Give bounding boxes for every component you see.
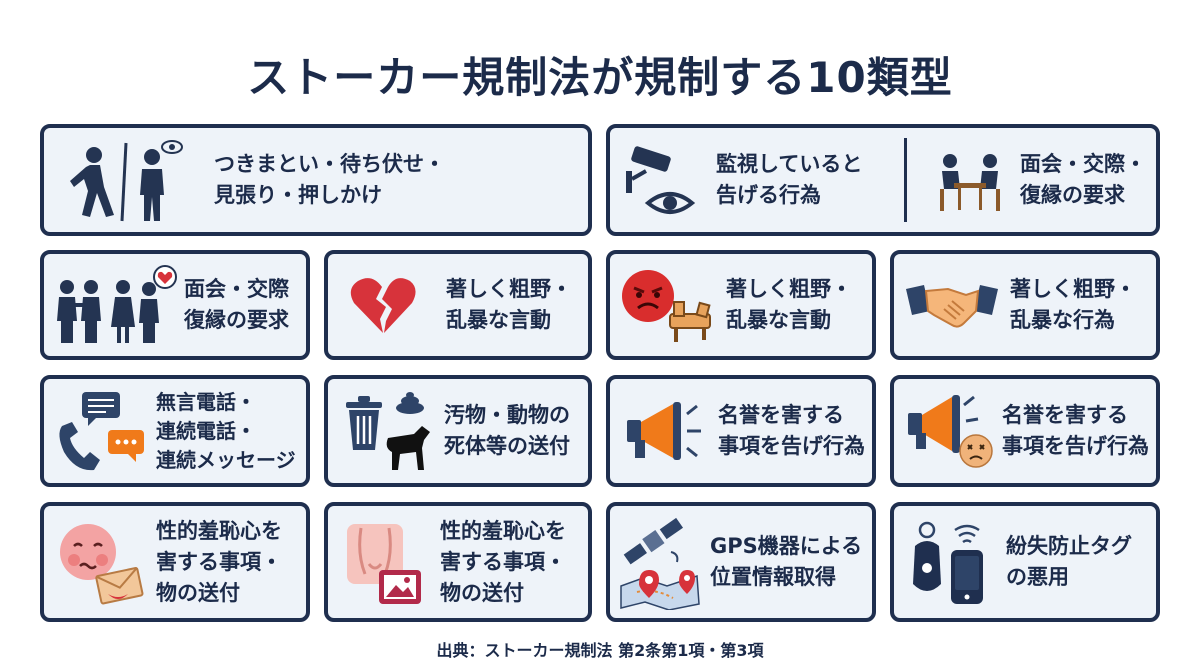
card-label: 名誉を害する 事項を告げ行為 <box>718 403 865 458</box>
angry-face-broken-chair-icon <box>610 255 726 355</box>
card-label: つきまとい・待ち伏せ・ 見張り・押しかけ <box>214 152 445 207</box>
card-label: GPS機器による 位置情報取得 <box>710 534 863 589</box>
card-filth-animal: 汚物・動物の 死体等の送付 <box>324 375 592 487</box>
megaphone-sad-face-icon <box>894 381 1002 481</box>
body-picture-icon <box>328 507 440 617</box>
card-label: 紛失防止タグ の悪用 <box>1006 534 1132 589</box>
surveillance-camera-eye-icon <box>610 130 716 230</box>
tracking-tag-icon <box>894 507 1006 617</box>
card-label: 無言電話・ 連続電話・ 連続メッセージ <box>156 389 296 472</box>
card-label: 面会・交際 復縁の要求 <box>184 277 289 332</box>
meeting-table-icon <box>920 130 1020 230</box>
megaphone-icon <box>610 381 718 481</box>
card-tracking-tag: 紛失防止タグ の悪用 <box>890 502 1160 622</box>
trash-dog-icon <box>328 381 444 481</box>
source-citation: 出典：ストーカー規制法 第2条第1項・第3項 <box>436 641 764 660</box>
card-label: 性的羞恥心を 害する事項・ 物の送付 <box>440 518 566 605</box>
card-label: 著しく粗野・ 乱暴な言動 <box>446 277 572 332</box>
divider <box>904 138 907 222</box>
card-label: 著しく粗野・ 乱暴な行為 <box>1010 277 1136 332</box>
card-sexual-shame: 性的羞恥心を 害する事項・ 物の送付 <box>40 502 310 622</box>
card-defamation-2: 名誉を害する 事項を告げ行為 <box>890 375 1160 487</box>
card-label-meeting-demand: 面会・交際・ 復縁の要求 <box>1020 152 1146 207</box>
people-broken-heart-icon <box>44 255 184 355</box>
card-rude-speech-angry: 著しく粗野・ 乱暴な言動 <box>606 250 876 360</box>
page-title: ストーカー規制法が規制する10類型 <box>247 53 953 102</box>
embarrassed-face-envelope-icon <box>44 507 156 617</box>
person-walking-watching-icon <box>44 130 214 230</box>
phone-messages-icon <box>44 381 156 481</box>
card-label-monitoring: 監視していると 告げる行為 <box>716 152 863 207</box>
card-silent-calls: 無言電話・ 連続電話・ 連続メッセージ <box>40 375 310 487</box>
card-label: 名誉を害する 事項を告げ行為 <box>1002 403 1149 458</box>
handshake-icon <box>894 255 1010 355</box>
card-defamation: 名誉を害する 事項を告げ行為 <box>606 375 876 487</box>
card-relationship-demand: 面会・交際 復縁の要求 <box>40 250 310 360</box>
card-rude-speech: 著しく粗野・ 乱暴な言動 <box>324 250 592 360</box>
card-label: 著しく粗野・ 乱暴な言動 <box>726 277 852 332</box>
card-label: 性的羞恥心を 害する事項・ 物の送付 <box>156 518 282 605</box>
card-rude-action: 著しく粗野・ 乱暴な行為 <box>890 250 1160 360</box>
card-sexual-shame-2: 性的羞恥心を 害する事項・ 物の送付 <box>324 502 592 622</box>
card-gps: GPS機器による 位置情報取得 <box>606 502 876 622</box>
card-label: 汚物・動物の 死体等の送付 <box>444 403 570 458</box>
broken-heart-icon <box>328 255 438 355</box>
card-stalking: つきまとい・待ち伏せ・ 見張り・押しかけ <box>40 124 592 236</box>
satellite-map-icon <box>610 507 710 617</box>
card-monitoring-and-demands: 監視していると 告げる行為 面会・交際・ 復縁の要求 <box>606 124 1160 236</box>
